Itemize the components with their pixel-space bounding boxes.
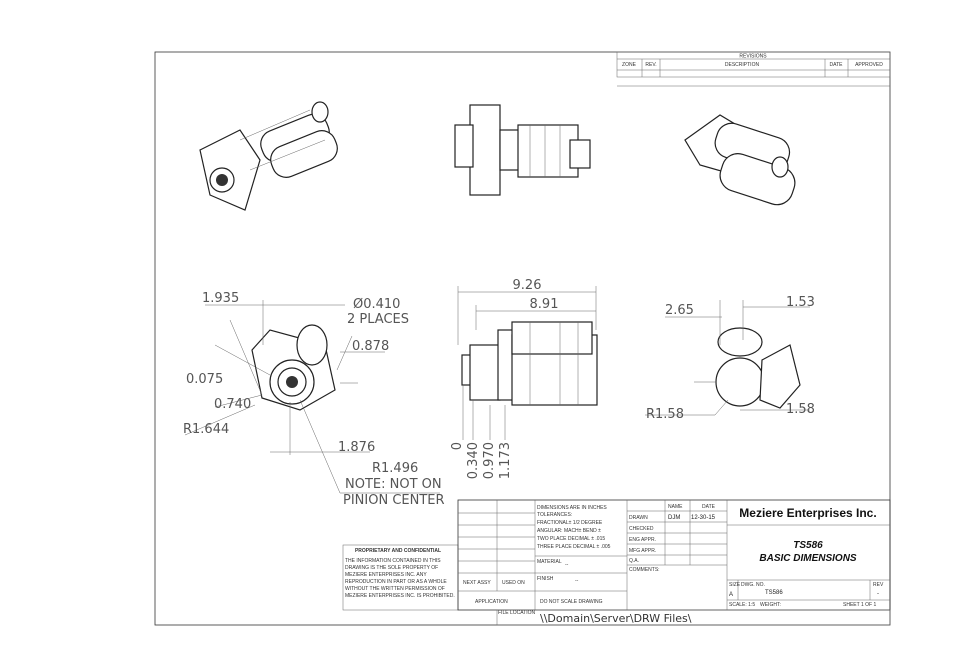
rev-header-approved: APPROVED bbox=[855, 62, 883, 68]
dwg-no-value: TS586 bbox=[765, 590, 783, 596]
dim-1173: 1.173 bbox=[498, 442, 513, 479]
revision-block: REVISIONS ZONE REV. DESCRIPTION DATE APP… bbox=[616, 51, 891, 87]
revisions-title: REVISIONS bbox=[739, 54, 767, 60]
proprietary-line-1: THE INFORMATION CONTAINED IN THIS bbox=[345, 558, 441, 564]
file-location-value: \\Domain\Server\DRW Files\ bbox=[540, 612, 692, 625]
rev-header-rev: REV. bbox=[645, 62, 656, 68]
finish-value: -- bbox=[575, 578, 579, 584]
rev-header-description: DESCRIPTION bbox=[725, 62, 760, 68]
proprietary-line-4: REPRODUCTION IN PART OR AS A WHOLE bbox=[345, 579, 447, 585]
proprietary-line-3: MEZIERE ENTERPRISES INC. ANY bbox=[345, 572, 427, 578]
dim-0: 0 bbox=[450, 442, 465, 450]
application-label: APPLICATION bbox=[475, 599, 508, 605]
drawing-title-line1: TS586 bbox=[793, 540, 823, 551]
note-line2: PINION CENTER bbox=[343, 493, 445, 508]
tolerance-line-2: TOLERANCES: bbox=[537, 512, 572, 518]
dim-265: 2.65 bbox=[665, 303, 694, 318]
date-label: DATE bbox=[702, 504, 716, 510]
dim-0340: 0.340 bbox=[466, 442, 481, 479]
do-not-scale: DO NOT SCALE DRAWING bbox=[540, 599, 603, 605]
tolerance-line-6: THREE PLACE DECIMAL ± .005 bbox=[537, 544, 611, 550]
company-name: Meziere Enterprises Inc. bbox=[739, 506, 876, 520]
iso-view-right bbox=[684, 114, 796, 206]
title-block: DIMENSIONS ARE IN INCHES TOLERANCES: FRA… bbox=[457, 499, 891, 626]
finish-label: FINISH bbox=[537, 576, 554, 582]
next-assy-label: NEXT ASSY bbox=[463, 580, 491, 586]
dim-r1644: R1.644 bbox=[183, 422, 229, 437]
proprietary-title: PROPRIETARY AND CONFIDENTIAL bbox=[355, 548, 441, 554]
mfg-appr-label: MFG APPR. bbox=[629, 548, 656, 554]
drawing-title-line2: BASIC DIMENSIONS bbox=[759, 553, 857, 564]
rev-header-zone: ZONE bbox=[622, 62, 637, 68]
side-view: 9.26 8.91 0 0.340 0.970 1.173 bbox=[450, 278, 598, 479]
note-line1: NOTE: NOT ON bbox=[345, 477, 442, 492]
dim-0740: 0.740 bbox=[214, 397, 251, 412]
scale-label: SCALE: 1:5 bbox=[729, 602, 755, 608]
material-value: -- bbox=[565, 562, 569, 568]
size-label: SIZE bbox=[729, 582, 741, 588]
proprietary-notice: PROPRIETARY AND CONFIDENTIAL THE INFORMA… bbox=[342, 544, 459, 611]
dim-891: 8.91 bbox=[530, 297, 559, 312]
dim-0075: 0.075 bbox=[186, 372, 223, 387]
dim-1876: 1.876 bbox=[338, 440, 375, 455]
dim-0970: 0.970 bbox=[482, 442, 497, 479]
tolerance-line-5: TWO PLACE DECIMAL ± .015 bbox=[537, 536, 605, 542]
front-view: 1.935 Ø0.410 2 PLACES 0.878 0.075 0.740 … bbox=[183, 291, 445, 508]
tolerance-line-3: FRACTIONAL± 1/2 DEGREE bbox=[537, 520, 603, 526]
dim-r1496: R1.496 bbox=[372, 461, 418, 476]
rev-value: - bbox=[877, 591, 879, 597]
dim-926: 9.26 bbox=[513, 278, 542, 293]
rear-view: 2.65 1.53 R1.58 1.58 bbox=[645, 295, 815, 422]
iso-view-left bbox=[199, 101, 338, 211]
tolerance-line-4: ANGULAR: MACH± BEND ± bbox=[537, 528, 601, 534]
tolerance-line-1: DIMENSIONS ARE IN INCHES bbox=[537, 505, 607, 511]
dim-1935: 1.935 bbox=[202, 291, 239, 306]
drawn-label: DRAWN bbox=[629, 515, 648, 521]
size-value: A bbox=[729, 592, 733, 598]
dwg-no-label: DWG. NO. bbox=[741, 582, 765, 588]
name-label: NAME bbox=[668, 504, 683, 510]
proprietary-line-5: WITHOUT THE WRITTEN PERMISSION OF bbox=[345, 586, 445, 592]
rev-label: REV bbox=[873, 582, 884, 588]
comments-label: COMMENTS: bbox=[629, 567, 660, 573]
sheet-label: SHEET 1 OF 1 bbox=[843, 602, 876, 608]
used-on-label: USED ON bbox=[502, 580, 525, 586]
checked-label: CHECKED bbox=[629, 526, 654, 532]
rev-header-date: DATE bbox=[830, 62, 844, 68]
dim-153: 1.53 bbox=[786, 295, 815, 310]
top-view bbox=[454, 104, 591, 196]
material-label: MATERIAL bbox=[537, 559, 562, 565]
qa-label: Q.A. bbox=[629, 558, 639, 564]
drawn-name: DJM bbox=[668, 515, 680, 521]
proprietary-line-2: DRAWING IS THE SOLE PROPERTY OF bbox=[345, 565, 438, 571]
dim-158: 1.58 bbox=[786, 402, 815, 417]
file-location-label: FILE LOCATION bbox=[498, 610, 536, 616]
dim-r158: R1.58 bbox=[646, 407, 684, 422]
drawn-date: 12-30-15 bbox=[691, 515, 716, 521]
dim-dia-0410: Ø0.410 bbox=[353, 297, 400, 312]
dim-0878: 0.878 bbox=[352, 339, 389, 354]
eng-appr-label: ENG APPR. bbox=[629, 537, 656, 543]
dim-2-places: 2 PLACES bbox=[347, 312, 409, 327]
proprietary-line-6: MEZIERE ENTERPRISES INC. IS PROHIBITED. bbox=[345, 593, 455, 599]
weight-label: WEIGHT: bbox=[760, 602, 781, 608]
